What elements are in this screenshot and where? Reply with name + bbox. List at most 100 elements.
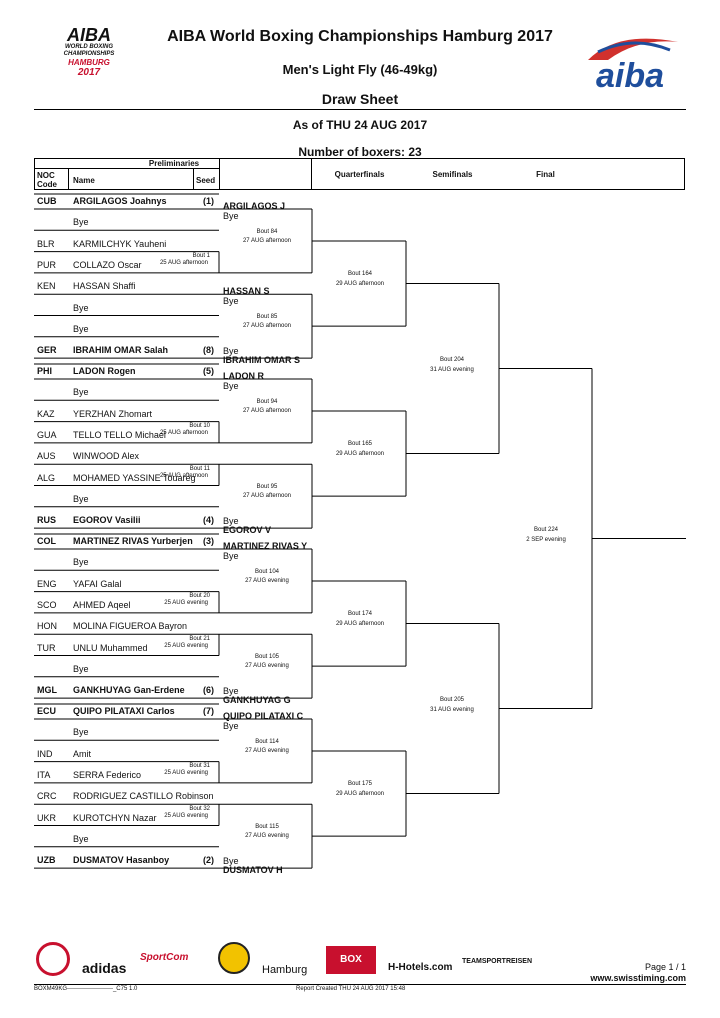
swisstiming-link[interactable]: www.swisstiming.com: [590, 973, 686, 983]
entry-noc: TUR: [37, 642, 56, 653]
r16-top2: Bye: [223, 381, 239, 391]
divider: [311, 158, 312, 190]
entry-noc: PUR: [37, 259, 57, 270]
r16-bout: Bout 95: [256, 484, 278, 491]
r16-bottom2: IBRAHIM OMAR S: [223, 355, 300, 366]
aiba-logo: aiba: [578, 30, 688, 100]
entry-name: HASSAN Shaffi: [73, 281, 136, 292]
event-logo: AIBA WORLD BOXING CHAMPIONSHIPS HAMBURG …: [48, 26, 130, 96]
entry-noc: COL: [37, 536, 56, 546]
entry-noc: SCO: [37, 599, 57, 610]
r16-top: HASSAN S: [223, 286, 270, 297]
entry-noc: ALG: [37, 472, 56, 483]
entry-noc: UKR: [37, 812, 57, 823]
entry-name: Bye: [73, 663, 89, 674]
entry-noc: CUB: [37, 196, 57, 206]
report-code: BOXM49KG-----------------------_C75 1.0: [34, 986, 138, 992]
entry-seed: (3): [203, 536, 214, 546]
logo-aiba-text: AIBA: [67, 25, 111, 45]
entry-noc: IND: [37, 748, 53, 759]
entry-noc: GER: [37, 345, 57, 356]
qf-bout: Bout 175: [347, 780, 373, 787]
prelim-bout: Bout 20: [189, 593, 210, 600]
r16-top: ARGILAGOS J: [223, 201, 286, 211]
prelim-time: 25 AUG afternoon: [159, 260, 208, 267]
entry-seed: (6): [203, 685, 214, 696]
entry-name: Bye: [73, 493, 89, 504]
entry-name: Bye: [73, 833, 89, 844]
entry-name: YAFAI Galal: [73, 578, 122, 589]
entry-seed: (5): [203, 366, 214, 376]
r16-top2: Bye: [223, 721, 239, 731]
boxer-count: Number of boxers: 23: [298, 145, 422, 159]
sheet-title: Draw Sheet: [321, 91, 399, 107]
r16-bout: Bout 114: [255, 738, 279, 745]
column-header-box: [34, 158, 685, 190]
r16-top: LADON R: [223, 371, 264, 381]
r16-time: 27 AUG evening: [245, 747, 289, 754]
entry-noc: ECU: [37, 706, 57, 716]
sponsor-adidas: adidas: [82, 960, 127, 976]
r16-bout: Bout 104: [254, 568, 280, 575]
entry-name: Bye: [73, 387, 89, 398]
event-name: Men's Light Fly (46-49kg): [282, 62, 438, 77]
prelim-bout: Bout 21: [189, 635, 210, 642]
logo-line: 2017: [77, 67, 101, 78]
entry-name: SERRA Federico: [73, 769, 142, 780]
entry-name: MOLINA FIGUEROA Bayron: [73, 621, 188, 632]
prelim-time: 25 AUG evening: [164, 770, 208, 777]
entry-name: Bye: [73, 302, 89, 313]
prelim-time: 25 AUG evening: [164, 812, 208, 819]
entry-name: ARGILAGOS Joahnys: [73, 196, 167, 206]
r16-time: 27 AUG afternoon: [242, 493, 292, 500]
entry-noc: ITA: [37, 769, 51, 780]
divider: [193, 168, 194, 190]
r16-bottom2: EGOROV V: [223, 525, 272, 536]
qf-time: 29 AUG afternoon: [335, 280, 385, 287]
sponsor-crest-icon: [36, 942, 70, 976]
sponsor-boxsport: BOX SPORT: [326, 946, 376, 993]
sf-bout: Bout 204: [439, 356, 465, 363]
entry-noc: PHI: [37, 366, 53, 376]
r16-bottom2: DUSMATOV H: [223, 865, 283, 876]
entry-noc: GUA: [37, 429, 57, 440]
seed-header: Seed: [196, 176, 216, 185]
r16-top: QUIPO PILATAXI C: [223, 711, 304, 721]
sf-bout: Bout 205: [439, 696, 465, 703]
r16-bottom: Bye: [223, 686, 239, 697]
r16-time: 27 AUG afternoon: [242, 237, 292, 244]
r16-top2: Bye: [223, 296, 239, 307]
entry-name: LADON Rogen: [73, 366, 136, 376]
r16-top2: Bye: [223, 211, 239, 221]
entry-name: Bye: [73, 217, 89, 228]
page-number: Page 1 / 1: [644, 962, 686, 972]
r16-time: 27 AUG evening: [245, 577, 289, 584]
final-time: 2 SEP evening: [526, 536, 566, 543]
entry-name: Bye: [73, 727, 89, 738]
page-title: AIBA World Boxing Championships Hamburg …: [167, 28, 553, 45]
preliminaries-header: Preliminaries: [148, 159, 200, 168]
entry-noc: UZB: [37, 855, 56, 866]
entry-noc: CRC: [37, 791, 57, 802]
entry-name: KARMILCHYK Yauheni: [73, 238, 167, 249]
sf-time: 31 AUG evening: [430, 366, 474, 373]
prelim-bout: Bout 31: [189, 763, 210, 770]
r16-bottom: Bye: [223, 516, 239, 527]
prelim-bout: Bout 32: [189, 805, 210, 812]
qf-bout: Bout 165: [347, 440, 373, 447]
r16-time: 27 AUG afternoon: [242, 407, 292, 414]
r16-top: MARTINEZ RIVAS Y: [223, 541, 308, 551]
entry-name: IBRAHIM OMAR Salah: [73, 345, 169, 356]
entry-noc: MGL: [37, 685, 57, 696]
entry-name: EGOROV Vasilii: [73, 515, 141, 526]
logo-line: HAMBURG: [68, 58, 110, 67]
footer-rule: [34, 984, 686, 985]
sponsor-bar: adidas SportCom Hamburg BOX SPORT H-Hote…: [34, 940, 594, 993]
noc-header: NOC Code: [37, 171, 57, 189]
entry-name: UNLU Muhammed: [73, 642, 148, 653]
qf-time: 29 AUG afternoon: [335, 790, 385, 797]
r16-bout: Bout 115: [255, 824, 279, 831]
entry-name: WINWOOD Alex: [73, 451, 140, 462]
sf-time: 31 AUG evening: [430, 706, 474, 713]
